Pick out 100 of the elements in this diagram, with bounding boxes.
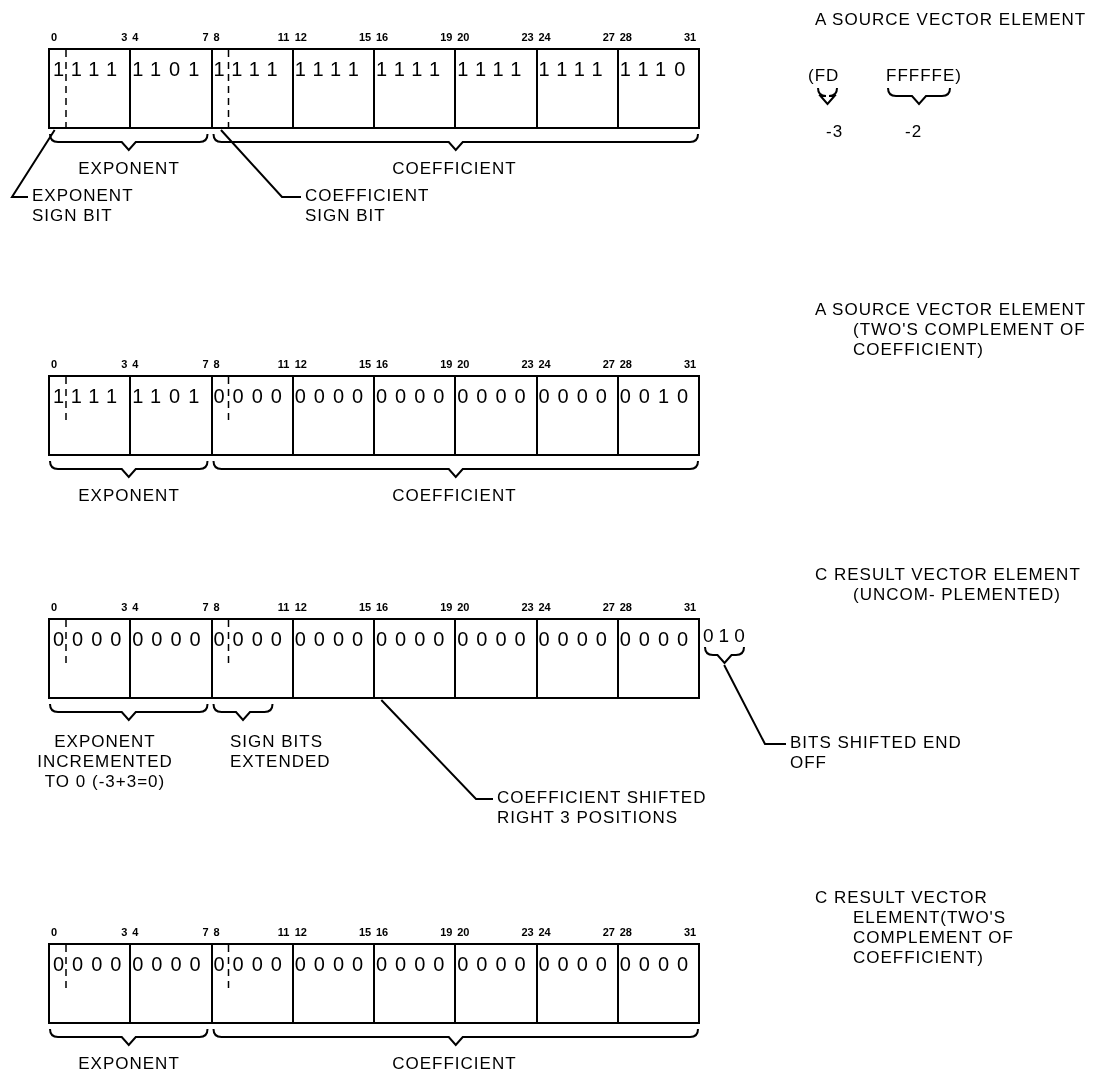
bit-number: 19 — [440, 31, 453, 43]
hex-value: (FD — [808, 66, 840, 86]
field-label: EXPONENT — [78, 159, 180, 179]
field-label: EXPONENT — [78, 1054, 180, 1074]
register-field: 0000 — [129, 618, 213, 699]
register-field: 0000 — [291, 375, 375, 456]
bit-number: 20 — [457, 31, 470, 43]
bit-number: 3 — [121, 926, 128, 938]
bit-number: 15 — [359, 31, 372, 43]
register-field: 1110 — [616, 48, 700, 129]
decimal-value: -3 — [826, 122, 844, 142]
bit-number: 12 — [294, 926, 307, 938]
callout-text: COEFFICIENT SIGN BIT — [305, 186, 465, 226]
leader-line — [219, 129, 302, 198]
decimal-value: -2 — [905, 122, 923, 142]
register-field: 0000 — [535, 943, 619, 1024]
register-field: 0000 — [129, 943, 213, 1024]
bit-number: 28 — [619, 601, 632, 613]
register-field: 0000 — [291, 943, 375, 1024]
register-field: 0000 — [210, 618, 294, 699]
register-field: 0000 — [373, 375, 457, 456]
callout-text: EXPONENT SIGN BIT — [32, 186, 172, 226]
bit-number: 4 — [132, 358, 139, 370]
register-description: A SOURCE VECTOR ELEMENT — [815, 10, 1088, 30]
bit-number: 20 — [457, 601, 470, 613]
bit-number: 15 — [359, 601, 372, 613]
field-label: COEFFICIENT — [392, 486, 517, 506]
bit-number: 20 — [457, 358, 470, 370]
bit-number: 7 — [202, 31, 209, 43]
bit-number: 23 — [521, 31, 534, 43]
bit-number: 3 — [121, 31, 128, 43]
bit-number: 7 — [202, 926, 209, 938]
register-description: A SOURCE VECTOR ELEMENT (TWO'S COMPLEMENT OF COEFFICIENT) — [815, 300, 1087, 360]
register-field: 0000 — [616, 618, 700, 699]
bit-number: 3 — [121, 601, 128, 613]
register-field: 1111 — [373, 48, 457, 129]
register-field: 1111 — [291, 48, 375, 129]
bit-number: 16 — [376, 358, 389, 370]
register-field: 1101 — [129, 48, 213, 129]
bit-number: 19 — [440, 926, 453, 938]
bit-number: 8 — [213, 31, 220, 43]
bit-number: 4 — [132, 926, 139, 938]
register-field: 0000 — [454, 618, 538, 699]
bit-number: 27 — [602, 358, 615, 370]
leader-line — [380, 699, 494, 800]
hex-value: FFFFFE) — [886, 66, 962, 86]
register-field: 0000 — [535, 618, 619, 699]
leader-line — [10, 129, 56, 198]
bit-number: 12 — [294, 358, 307, 370]
field-label: COEFFICIENT — [392, 1054, 517, 1074]
bit-number: 15 — [359, 926, 372, 938]
bit-number: 4 — [132, 31, 139, 43]
register-field: 0000 — [48, 943, 132, 1024]
bit-number: 8 — [213, 926, 220, 938]
bit-number: 23 — [521, 601, 534, 613]
bit-number: 16 — [376, 31, 389, 43]
bit-number: 16 — [376, 601, 389, 613]
note: EXPONENT INCREMENTED TO 0 (-3+3=0) — [36, 732, 174, 792]
register-field: 0010 — [616, 375, 700, 456]
register-field: 0000 — [373, 618, 457, 699]
bit-number: 8 — [213, 601, 220, 613]
note: SIGN BITS EXTENDED — [230, 732, 331, 772]
bit-number: 19 — [440, 358, 453, 370]
leader-line — [723, 664, 787, 745]
bit-number: 27 — [602, 926, 615, 938]
register-field: 0000 — [48, 618, 132, 699]
bit-number: 28 — [619, 31, 632, 43]
bit-number: 3 — [121, 358, 128, 370]
bit-number: 23 — [521, 358, 534, 370]
bit-number: 12 — [294, 31, 307, 43]
bit-number: 28 — [619, 358, 632, 370]
bit-number: 16 — [376, 926, 389, 938]
callout-text: COEFFICIENT SHIFTED RIGHT 3 POSITIONS — [497, 788, 767, 828]
bit-number: 24 — [538, 31, 551, 43]
register-field: 0000 — [210, 375, 294, 456]
register-field: 0000 — [291, 618, 375, 699]
register-field: 0000 — [535, 375, 619, 456]
bit-number: 15 — [359, 358, 372, 370]
bit-number: 28 — [619, 926, 632, 938]
bit-number: 4 — [132, 601, 139, 613]
bit-number: 27 — [602, 601, 615, 613]
bit-number: 11 — [277, 926, 290, 938]
bit-number: 27 — [602, 31, 615, 43]
register-field: 1111 — [48, 375, 132, 456]
callout-text: BITS SHIFTED END OFF — [790, 733, 970, 773]
bit-number: 12 — [294, 601, 307, 613]
bit-number: 11 — [277, 358, 290, 370]
bit-number: 24 — [538, 926, 551, 938]
bit-number: 24 — [538, 358, 551, 370]
register-description: C RESULT VECTOR ELEMENT (UNCOM- PLEMENTED) — [815, 565, 1082, 605]
bit-number: 19 — [440, 601, 453, 613]
shifted-bits: 010 — [703, 626, 750, 664]
register-field: 0000 — [210, 943, 294, 1024]
register-field: 0000 — [454, 943, 538, 1024]
bit-number: 23 — [521, 926, 534, 938]
register-field: 1111 — [48, 48, 132, 129]
bit-number: 7 — [202, 358, 209, 370]
bit-number: 20 — [457, 926, 470, 938]
register-field: 0000 — [616, 943, 700, 1024]
field-label: EXPONENT — [78, 486, 180, 506]
